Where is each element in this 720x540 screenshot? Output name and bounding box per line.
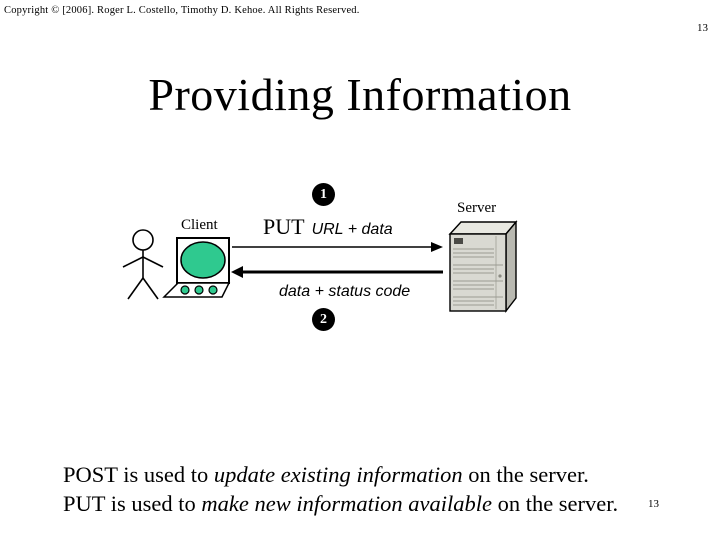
- note-1-emphasis: update existing information: [213, 462, 463, 487]
- note-1-suffix: on the server.: [462, 462, 589, 487]
- note-2-emphasis: make new information available: [201, 491, 492, 516]
- slide-title: Providing Information: [148, 69, 572, 120]
- client-computer-icon: [162, 237, 231, 298]
- note-1-prefix: POST is used to: [63, 462, 214, 487]
- note-2-suffix: on the server.: [491, 491, 619, 516]
- client-label: Client: [181, 217, 218, 233]
- note-line-1: POST is used to update existing informat…: [63, 460, 703, 489]
- request-method: PUT: [263, 214, 305, 239]
- request-label: PUT URL + data: [263, 214, 393, 240]
- user-stick-figure-icon: [122, 229, 164, 300]
- response-label: data + status code: [279, 283, 411, 300]
- copyright-text: Copyright © [2006]. Roger L. Costello, T…: [4, 5, 360, 16]
- note-line-2: PUT is used to make new information avai…: [63, 489, 703, 518]
- request-args: URL + data: [311, 221, 393, 238]
- step-1-badge: 1: [312, 183, 335, 206]
- server-label: Server: [457, 200, 497, 216]
- step-2-badge: 2: [312, 308, 335, 331]
- slide-body-text: POST is used to update existing informat…: [63, 460, 703, 518]
- page-number-bottom: 13: [648, 498, 659, 510]
- note-2-prefix: PUT is used to: [63, 491, 202, 516]
- page-number-top: 13: [697, 22, 708, 34]
- request-arrow-icon: [232, 242, 443, 252]
- server-icon: [448, 220, 518, 314]
- response-arrow-icon: [231, 266, 443, 278]
